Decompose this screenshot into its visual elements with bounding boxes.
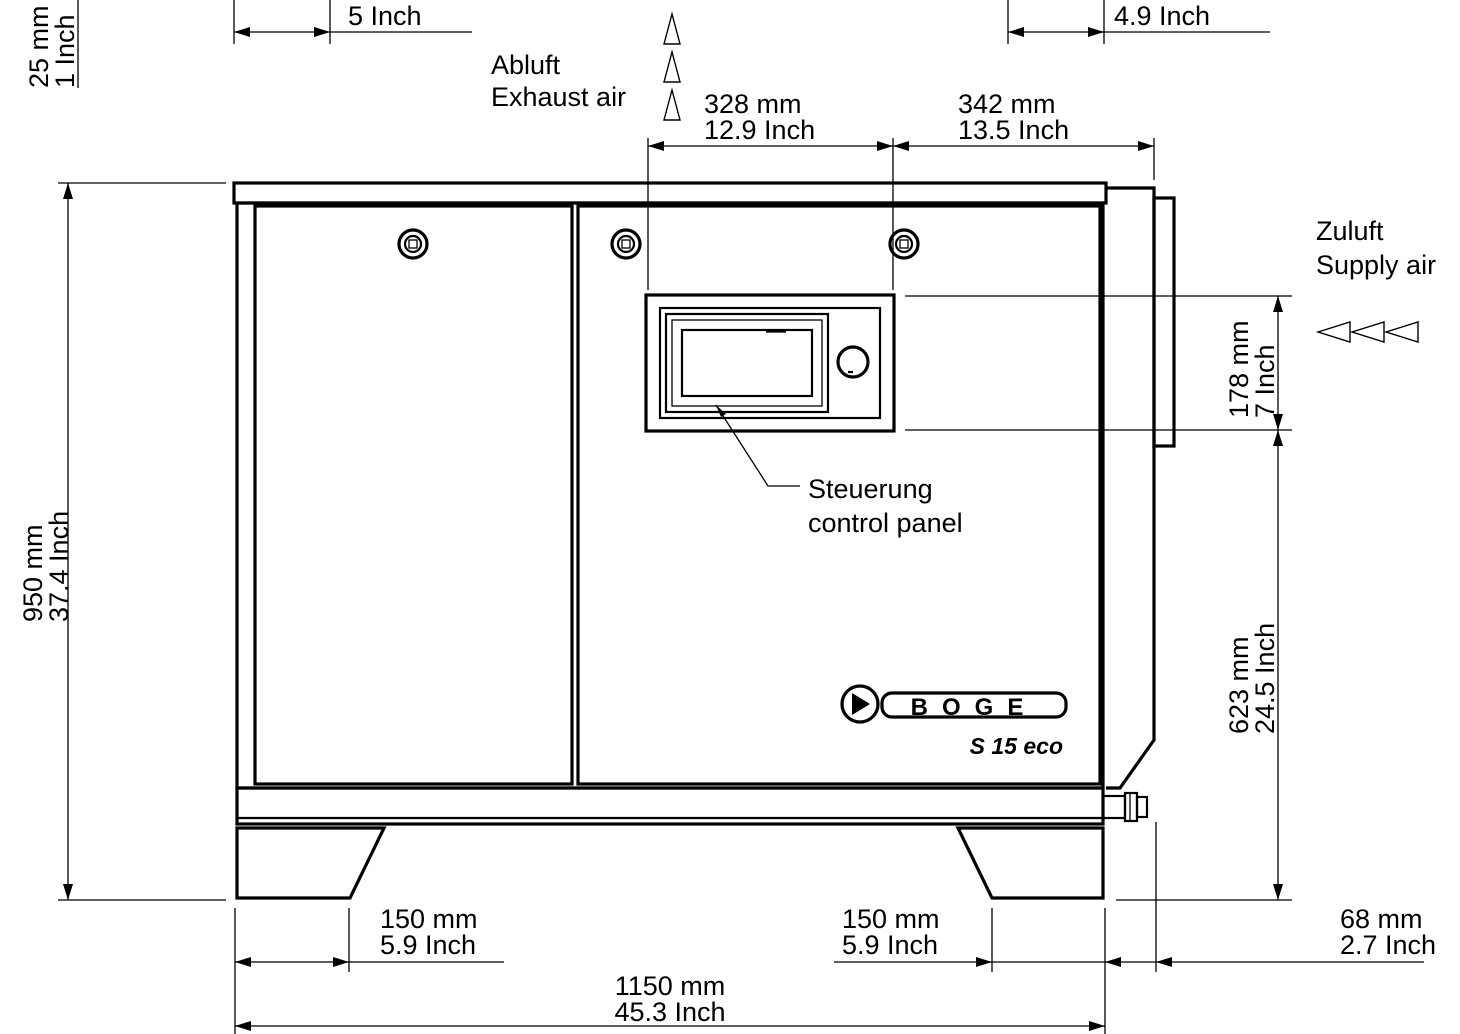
dim-connector-inch: 2.7 Inch — [1340, 930, 1436, 960]
dim-foot-left-inch: 5.9 Inch — [380, 930, 476, 960]
side-cover — [1106, 186, 1156, 790]
control-knob — [836, 345, 870, 379]
compressed-air-connector — [1101, 791, 1149, 823]
top-cap — [232, 181, 1108, 205]
dim-total-width-mm: 1150 mm — [615, 971, 726, 1001]
dim-panel-width-mm: 328 mm — [704, 89, 802, 119]
left-foot — [235, 826, 387, 900]
dim-total-width — [235, 1021, 1105, 1031]
dim-top-left-inch: 5 Inch — [348, 1, 422, 31]
dim-panel-edge-inch: 13.5 Inch — [958, 115, 1069, 145]
dim-panel-elev-inch: 24.5 Inch — [1250, 623, 1280, 734]
door-lock-left — [397, 228, 429, 260]
dim-panel-edge-mm: 342 mm — [958, 89, 1056, 119]
dim-foot-left-mm: 150 mm — [380, 904, 478, 934]
exhaust-label-en: Exhaust air — [491, 82, 626, 112]
dim-panel-elev-mm: 623 mm — [1224, 636, 1254, 734]
supply-label-en: Supply air — [1316, 250, 1436, 280]
dim-top-left — [233, 0, 472, 44]
dim-foot-right-mm: 150 mm — [842, 904, 940, 934]
dim-panel-width — [647, 138, 1155, 290]
machine-body: BOGE S 15 eco — [232, 181, 1176, 900]
dim-top-right-inch: 4.9 Inch — [1114, 1, 1210, 31]
logo-brand: BOGE — [911, 694, 1038, 721]
exhaust-air-arrows — [663, 11, 681, 121]
right-door — [576, 204, 1102, 786]
supply-air-arrows — [1315, 321, 1419, 343]
dim-top-right — [1007, 0, 1270, 44]
dim-foot-right-inch: 5.9 Inch — [842, 930, 938, 960]
right-foot — [955, 826, 1105, 900]
dim-height-mm: 950 mm — [18, 524, 48, 622]
control-panel — [644, 293, 896, 433]
control-label-en: control panel — [808, 508, 963, 538]
dim-height — [58, 182, 226, 901]
left-door — [253, 204, 574, 786]
dim-total-width-inch: 45.3 Inch — [614, 997, 725, 1027]
dim-panel-height-mm: 178 mm — [1224, 320, 1254, 418]
supply-air-grille — [1152, 196, 1176, 448]
dim-corner-left-inch: 1 Inch — [50, 14, 80, 88]
dim-panel-vertical — [905, 295, 1292, 901]
logo-model: S 15 eco — [970, 733, 1063, 759]
door-lock-middle — [610, 228, 642, 260]
dim-panel-width-inch: 12.9 Inch — [704, 115, 815, 145]
dim-panel-height-inch: 7 Inch — [1250, 344, 1280, 418]
exhaust-label-de: Abluft — [491, 50, 561, 80]
supply-label-de: Zuluft — [1316, 216, 1384, 246]
control-label-de: Steuerung — [808, 474, 933, 504]
dim-connector-mm: 68 mm — [1340, 904, 1423, 934]
dim-connector — [1105, 822, 1424, 972]
door-lock-right — [888, 228, 920, 260]
dim-foot-left — [234, 908, 504, 1034]
boge-logo: BOGE S 15 eco — [840, 684, 1068, 759]
control-leader — [715, 404, 800, 487]
dim-corner-left-mm: 25 mm — [24, 5, 54, 88]
dim-height-inch: 37.4 Inch — [44, 511, 74, 622]
